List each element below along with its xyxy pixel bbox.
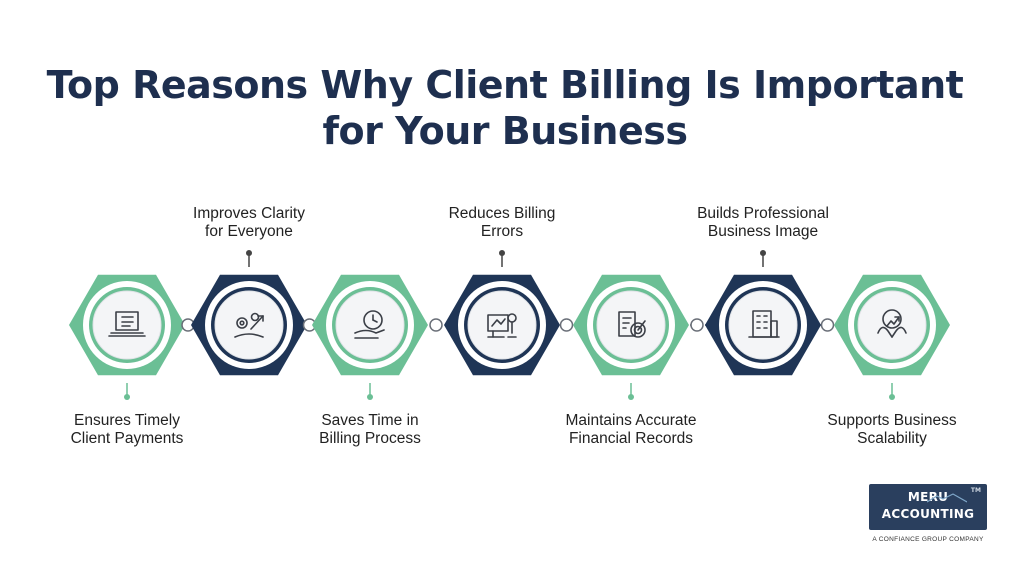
step-label-line: Improves Clarity [193,205,305,222]
step-label-line: Reduces Billing [448,205,556,222]
step-node [312,274,428,400]
icon-disc [214,290,284,360]
mountain-icon [927,493,967,503]
step-label-line: Errors [480,223,524,240]
step-label-line: Maintains Accurate [565,412,697,429]
clock-hand-icon [354,310,385,339]
step-node [191,250,307,376]
step-node [705,250,821,376]
step-node [444,250,560,376]
connector-dot [690,318,704,332]
pointer-dot [124,394,130,400]
step-label-line: Business Image [707,223,819,240]
connector-dot [559,318,574,332]
error-review-icon [487,313,517,338]
gears-growth-icon [234,312,264,338]
step-node [573,274,689,400]
step-label-line: Billing Process [319,430,421,447]
logo-line-2: ACCOUNTING [881,507,975,521]
connector-dot [820,318,835,332]
pointer-dot [628,394,634,400]
office-building-icon [748,310,780,338]
step-label-line: Builds Professional [697,205,829,222]
logo-trademark: TM [970,487,981,494]
step-label-line: Ensures Timely [74,412,180,429]
connector-dot [429,318,443,332]
step-label-line: for Everyone [205,223,293,240]
icon-disc [728,290,798,360]
step-label-line: Financial Records [568,430,694,447]
report-target-icon [618,311,646,338]
step-node [69,274,185,400]
title-line-1: Top Reasons Why Client Billing Is Import… [46,63,964,107]
icon-disc [467,290,537,360]
hands-growth-icon [877,309,907,338]
page-title: Top Reasons Why Client Billing Is Import… [0,62,1010,154]
icon-disc [92,290,162,360]
step-node [834,274,950,400]
logo-tagline: A CONFIANCE GROUP COMPANY [872,536,984,543]
invoice-laptop-icon [108,311,146,337]
pointer-dot [499,250,505,256]
icon-disc [857,290,927,360]
step-label-line: Saves Time in [321,412,419,429]
icon-disc [596,290,666,360]
pointer-dot [760,250,766,256]
step-label-line: Scalability [857,430,927,447]
title-line-2: for Your Business [322,109,689,153]
icon-disc [335,290,405,360]
pointer-dot [246,250,252,256]
step-label-line: Client Payments [70,430,184,447]
pointer-dot [889,394,895,400]
logo-line-1: MERU [907,490,949,504]
brand-logo: TM MERU ACCOUNTING [869,484,987,530]
pointer-dot [367,394,373,400]
step-label-line: Supports Business [827,412,957,429]
